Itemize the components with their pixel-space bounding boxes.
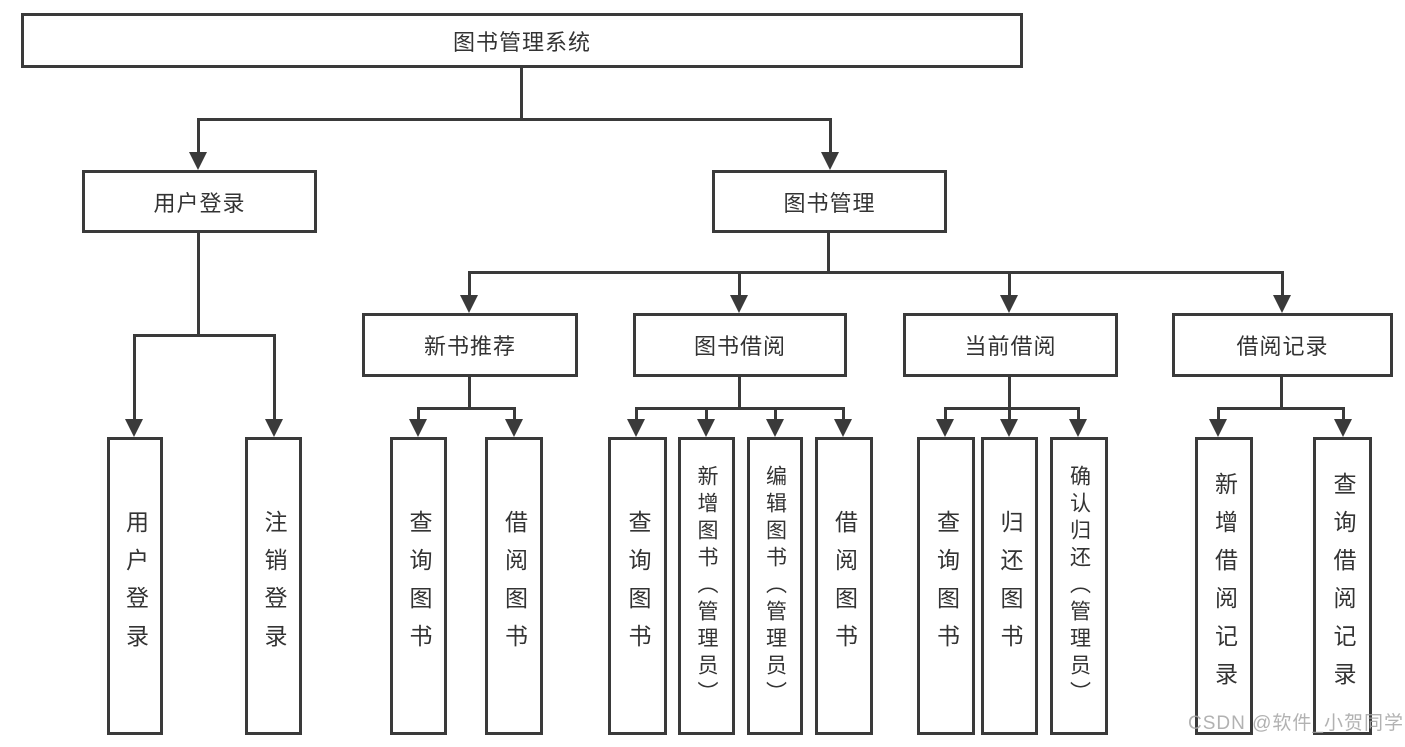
leaf-label: 编辑图书（管理员） (763, 464, 787, 708)
arrow-down-icon (1000, 419, 1018, 437)
node-user-login: 用户登录 (82, 170, 317, 233)
connector-line (1008, 271, 1011, 297)
connector-line (468, 271, 471, 297)
node-library-management-system: 图书管理系统 (21, 13, 1023, 68)
connector-line (197, 233, 200, 337)
connector-line (513, 407, 516, 421)
csdn-watermark: CSDN @软件_小贺同学 (1188, 713, 1404, 734)
leaf-add-borrow-record: 新增借阅记录 (1195, 437, 1253, 735)
connector-line (520, 66, 523, 118)
arrow-down-icon (834, 419, 852, 437)
node-current-borrowing: 当前借阅 (903, 313, 1118, 377)
connector-line (1281, 271, 1284, 297)
arrow-down-icon (821, 152, 839, 170)
leaf-label: 借阅图书 (831, 510, 858, 662)
arrow-down-icon (460, 295, 478, 313)
connector-line (417, 407, 420, 421)
leaf-edit-books-admin: 编辑图书（管理员） (747, 437, 803, 735)
connector-line (1217, 407, 1220, 421)
connector-line (944, 407, 1080, 410)
arrow-down-icon (1209, 419, 1227, 437)
arrow-down-icon (189, 152, 207, 170)
arrow-down-icon (730, 295, 748, 313)
connector-line (1217, 407, 1345, 410)
leaf-label: 查询图书 (933, 510, 960, 662)
connector-line (635, 407, 845, 410)
connector-line (774, 407, 777, 421)
leaf-label: 注销登录 (261, 510, 287, 662)
leaf-query-borrow-record: 查询借阅记录 (1313, 437, 1372, 735)
connector-line (829, 118, 832, 154)
leaf-label: 确认归还（管理员） (1067, 464, 1091, 708)
leaf-query-books-borrowing: 查询图书 (608, 437, 667, 735)
arrow-down-icon (1334, 419, 1352, 437)
connector-line (1280, 377, 1283, 410)
leaf-label: 新增借阅记录 (1211, 472, 1238, 700)
leaf-return-books: 归还图书 (981, 437, 1038, 735)
node-book-management: 图书管理 (712, 170, 947, 233)
arrow-down-icon (125, 419, 143, 437)
connector-line (1008, 407, 1011, 421)
arrow-down-icon (766, 419, 784, 437)
node-book-borrowing: 图书借阅 (633, 313, 847, 377)
connector-line (273, 334, 276, 421)
leaf-label: 新增图书（管理员） (695, 464, 718, 708)
connector-line (827, 233, 830, 274)
connector-line (133, 334, 136, 421)
leaf-label: 查询图书 (406, 510, 432, 662)
leaf-query-books-current: 查询图书 (917, 437, 975, 735)
leaf-query-books-newbook: 查询图书 (390, 437, 447, 735)
leaf-confirm-return-admin: 确认归还（管理员） (1050, 437, 1108, 735)
connector-line (417, 407, 516, 410)
leaf-add-books-admin: 新增图书（管理员） (678, 437, 735, 735)
connector-line (842, 407, 845, 421)
connector-line (197, 118, 200, 154)
arrow-down-icon (627, 419, 645, 437)
leaf-label: 借阅图书 (501, 510, 528, 662)
connector-line (705, 407, 708, 421)
connector-line (1342, 407, 1345, 421)
arrow-down-icon (697, 419, 715, 437)
leaf-logout-login: 注销登录 (245, 437, 302, 735)
connector-line (468, 377, 471, 410)
arrow-down-icon (409, 419, 427, 437)
connector-line (944, 407, 947, 421)
connector-line (738, 271, 741, 297)
leaf-borrow-books-borrowing: 借阅图书 (815, 437, 873, 735)
node-new-book-recommend: 新书推荐 (362, 313, 578, 377)
arrow-down-icon (1273, 295, 1291, 313)
arrow-down-icon (1000, 295, 1018, 313)
connector-line (133, 334, 276, 337)
leaf-user-login: 用户登录 (107, 437, 163, 735)
connector-line (738, 377, 741, 410)
leaf-label: 归还图书 (997, 510, 1023, 662)
leaf-label: 查询借阅记录 (1330, 472, 1356, 700)
arrow-down-icon (1069, 419, 1087, 437)
connector-line (635, 407, 638, 421)
connector-line (1077, 407, 1080, 421)
leaf-borrow-books-newbook: 借阅图书 (485, 437, 543, 735)
arrow-down-icon (936, 419, 954, 437)
arrow-down-icon (265, 419, 283, 437)
connector-line (1008, 377, 1011, 410)
leaf-label: 用户登录 (122, 510, 149, 662)
node-borrowing-records: 借阅记录 (1172, 313, 1393, 377)
connector-line (197, 118, 832, 121)
connector-line (468, 271, 1284, 274)
leaf-label: 查询图书 (625, 510, 651, 662)
arrow-down-icon (505, 419, 523, 437)
